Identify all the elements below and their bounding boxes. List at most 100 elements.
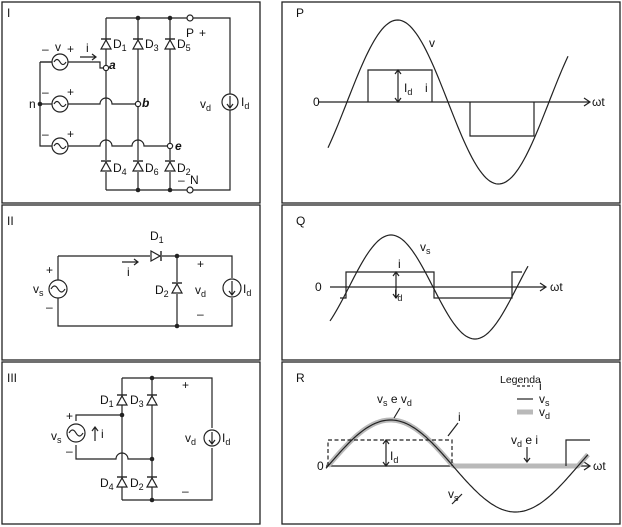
ii-label-D2: D2 — [155, 283, 169, 299]
q-sine-vs — [329, 234, 529, 340]
panel-R-frame — [281, 361, 621, 525]
src-a-plus: + — [67, 42, 74, 56]
top-rail — [106, 17, 231, 92]
iii-source-vs — [66, 423, 86, 443]
diode-II-D2 — [170, 282, 184, 294]
p-axis — [318, 97, 592, 107]
panel-I-frame — [1, 1, 261, 204]
graph-R — [325, 385, 592, 513]
source-c — [51, 137, 69, 155]
circuit-I — [37, 14, 239, 194]
iii-top-input — [75, 414, 122, 421]
ii-current-source — [222, 278, 242, 298]
iii-label-D3: D3 — [130, 393, 144, 409]
iii-label-D4: D4 — [100, 476, 114, 492]
iii-current-source — [203, 429, 221, 447]
ii-label-vd: vd — [195, 283, 206, 299]
diode-D3 — [131, 38, 145, 50]
phase-b-line — [68, 97, 138, 105]
label-v: v — [55, 40, 61, 54]
iii-label-D1: D1 — [100, 393, 114, 409]
source-b — [51, 95, 69, 113]
diode-III-D2 — [145, 476, 159, 488]
current-source-Id — [221, 93, 239, 111]
q-label-vs: vs — [420, 240, 431, 256]
diode-III-D4 — [115, 476, 129, 488]
p-label-v: v — [429, 36, 435, 50]
legend-title: Legenda — [500, 374, 541, 386]
panel-III-label: III — [7, 371, 17, 385]
diode-III-D3 — [145, 394, 159, 406]
circuit-II — [48, 253, 242, 329]
ii-source-vs — [48, 279, 68, 299]
label-P: P — [186, 26, 194, 40]
r-label-vdi: vd e i — [511, 433, 538, 449]
panel-P-frame — [281, 1, 621, 204]
iii-vd-minus: – — [182, 484, 189, 498]
q-label-Id: Id — [394, 287, 402, 303]
diode-D5 — [163, 38, 177, 50]
p-label-Id: Id — [404, 81, 412, 97]
label-D5: D5 — [177, 37, 191, 53]
q-current-i — [340, 271, 522, 299]
label-node-a: a — [109, 58, 116, 72]
diode-D4 — [99, 160, 113, 172]
node-b — [134, 100, 142, 108]
r-vd-gray — [326, 417, 590, 469]
src-a-minus: – — [42, 42, 49, 56]
graph-P — [318, 19, 592, 185]
p-sine-v — [327, 19, 569, 185]
panel-Q-frame — [281, 204, 621, 361]
iii-label-D2: D2 — [130, 476, 144, 492]
label-vd: vd — [200, 97, 211, 113]
iii-vd-plus: + — [182, 378, 189, 392]
panel-R-label: R — [296, 371, 305, 385]
label-D6: D6 — [145, 161, 159, 177]
r-Id-dimension — [382, 439, 390, 467]
label-i: i — [86, 41, 89, 55]
diode-II-D1 — [150, 249, 162, 263]
r-omega-t: ωt — [593, 459, 606, 473]
node-e — [166, 142, 174, 150]
label-D2: D2 — [177, 161, 191, 177]
p-zero: 0 — [313, 95, 320, 109]
terminal-N — [186, 186, 194, 194]
iii-bottom-input — [75, 445, 152, 460]
diode-symbols — [99, 38, 184, 488]
label-N: N — [190, 173, 199, 187]
p-pulse-positive — [367, 69, 433, 102]
ii-top-wire — [58, 255, 233, 278]
panel-II-frame — [1, 204, 261, 361]
label-node-n: n — [29, 97, 36, 111]
diode-D6 — [131, 160, 145, 172]
ii-vs-minus: – — [46, 300, 53, 314]
r-pointer-vs — [451, 493, 463, 505]
r-pointer-vdi — [523, 447, 531, 463]
ii-label-D1: D1 — [150, 229, 164, 245]
panel-P-label: P — [296, 6, 304, 20]
label-node-b: b — [142, 96, 149, 110]
node-a — [102, 64, 110, 72]
q-label-i: i — [398, 257, 401, 271]
iii-vs-minus: – — [66, 444, 73, 458]
r-zero: 0 — [317, 459, 324, 473]
src-b-plus: + — [67, 85, 74, 99]
ii-vd-minus: – — [197, 307, 204, 321]
iii-label-i: i — [101, 427, 104, 441]
ii-label-Id: Id — [243, 282, 251, 298]
q-axis — [330, 282, 548, 292]
p-omega-t: ωt — [592, 95, 605, 109]
src-b-minus: – — [42, 85, 49, 99]
legend-label-vd: vd — [539, 405, 550, 421]
label-P-plus: + — [199, 26, 206, 40]
diode-D2 — [163, 160, 177, 172]
ii-label-i: i — [127, 265, 130, 279]
r-pointer-vsvd — [393, 407, 401, 419]
label-D3: D3 — [145, 37, 159, 53]
label-D1: D1 — [113, 37, 127, 53]
p-pulse-negative — [469, 102, 535, 137]
node-n — [37, 101, 43, 107]
label-D4: D4 — [113, 161, 127, 177]
ii-arrow-i — [122, 258, 139, 266]
